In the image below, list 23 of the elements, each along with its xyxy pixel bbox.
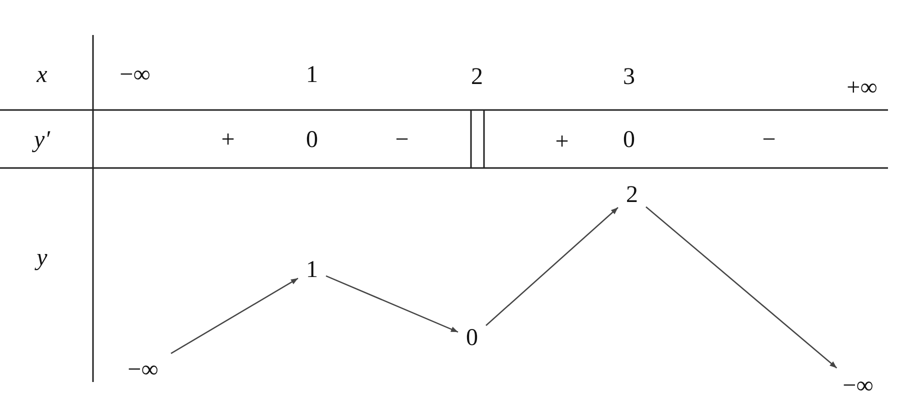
function-value: −∞ [842,374,874,398]
table-value: 1 [306,63,318,87]
arrow [486,207,618,326]
variable-label: y′ [34,128,50,152]
function-value: 1 [306,258,318,282]
table-value: 3 [623,65,635,89]
table-value: −∞ [120,63,150,87]
table-value: 0 [623,128,635,152]
variable-label: x [36,63,48,87]
arrow [326,275,458,333]
table-value: + [221,128,235,152]
table-value: − [762,128,776,152]
table-value: + [555,130,569,154]
function-value: 0 [466,326,478,350]
variable-label: y [36,246,48,270]
function-value: 2 [626,183,638,207]
table-value: − [395,128,409,152]
table-value: +∞ [846,76,878,100]
table-value: 0 [306,128,318,152]
arrow [170,278,298,354]
table-value: 2 [471,65,483,89]
arrow [646,206,838,368]
function-value: −∞ [128,358,158,382]
